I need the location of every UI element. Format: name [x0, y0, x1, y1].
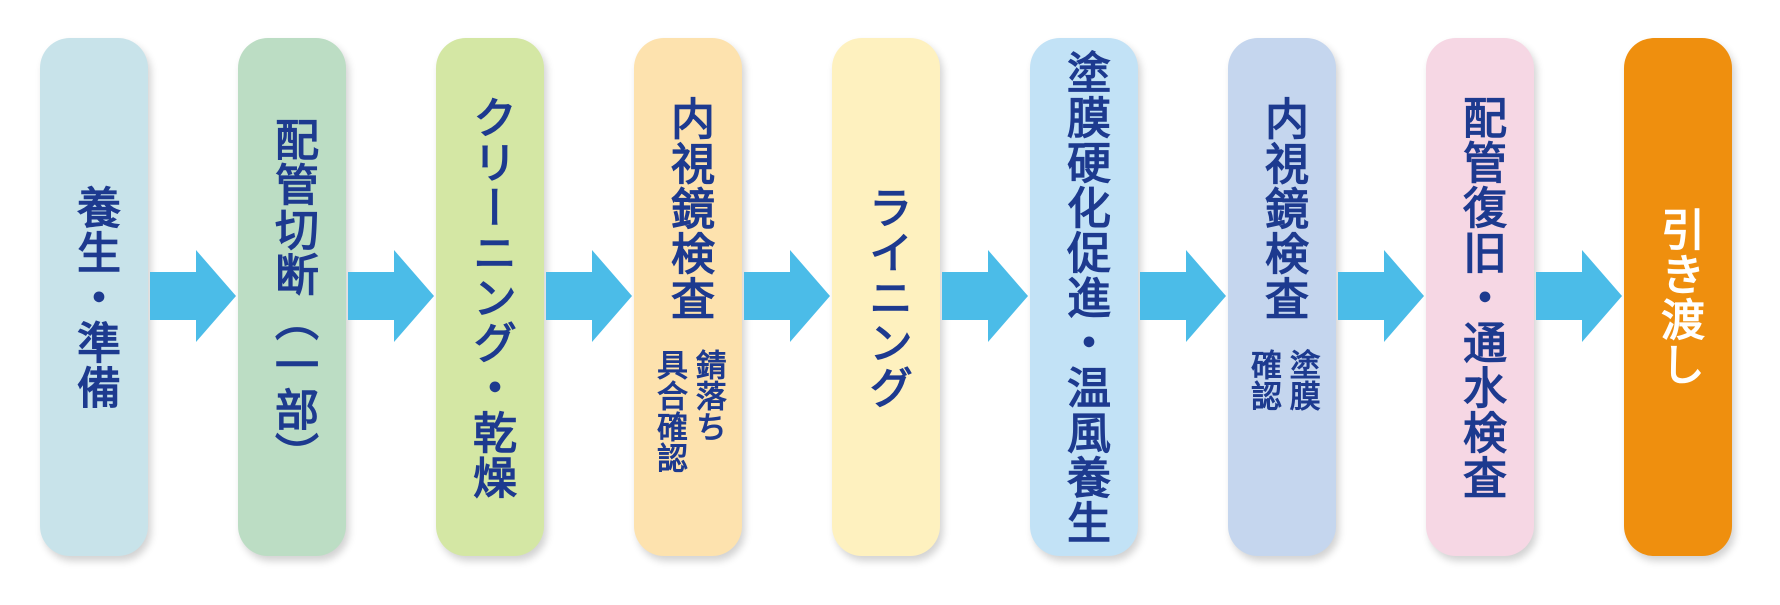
step-curing: 塗膜硬化促進・温風養生: [1030, 38, 1138, 556]
step-preparation: 養生・準備: [40, 38, 148, 556]
step-note: 塗膜 確認: [1245, 349, 1320, 411]
arrow-right-icon: [1140, 250, 1226, 342]
step-label: 内視鏡検査: [663, 96, 714, 321]
arrow-right-icon: [348, 250, 434, 342]
arrow-right-icon: [942, 250, 1028, 342]
step-note: 錆落ち 具合確認: [651, 349, 726, 473]
arrow-right-icon: [546, 250, 632, 342]
step-label: 内視鏡検査: [1257, 96, 1308, 321]
step-endoscope-inspection-2: 内視鏡検査 塗膜 確認: [1228, 38, 1336, 556]
arrow-right-icon: [1338, 250, 1424, 342]
step-label: 配管切断（一部）: [267, 117, 318, 477]
arrow-right-icon: [150, 250, 236, 342]
step-label: ライニング: [861, 184, 912, 410]
step-label: 配管復旧・通水検査: [1455, 94, 1506, 500]
step-label: 塗膜硬化促進・温風養生: [1059, 49, 1110, 545]
arrow-right-icon: [744, 250, 830, 342]
step-label: 養生・準備: [69, 184, 120, 410]
step-endoscope-inspection-1: 内視鏡検査 錆落ち 具合確認: [634, 38, 742, 556]
step-label: クリーニング・乾燥: [465, 94, 516, 500]
step-handover: 引き渡し: [1624, 38, 1732, 556]
step-cleaning-drying: クリーニング・乾燥: [436, 38, 544, 556]
arrow-right-icon: [1536, 250, 1622, 342]
step-lining: ライニング: [832, 38, 940, 556]
step-label: 引き渡し: [1653, 207, 1704, 387]
step-pipe-cutting: 配管切断（一部）: [238, 38, 346, 556]
step-restoration-water-test: 配管復旧・通水検査: [1426, 38, 1534, 556]
